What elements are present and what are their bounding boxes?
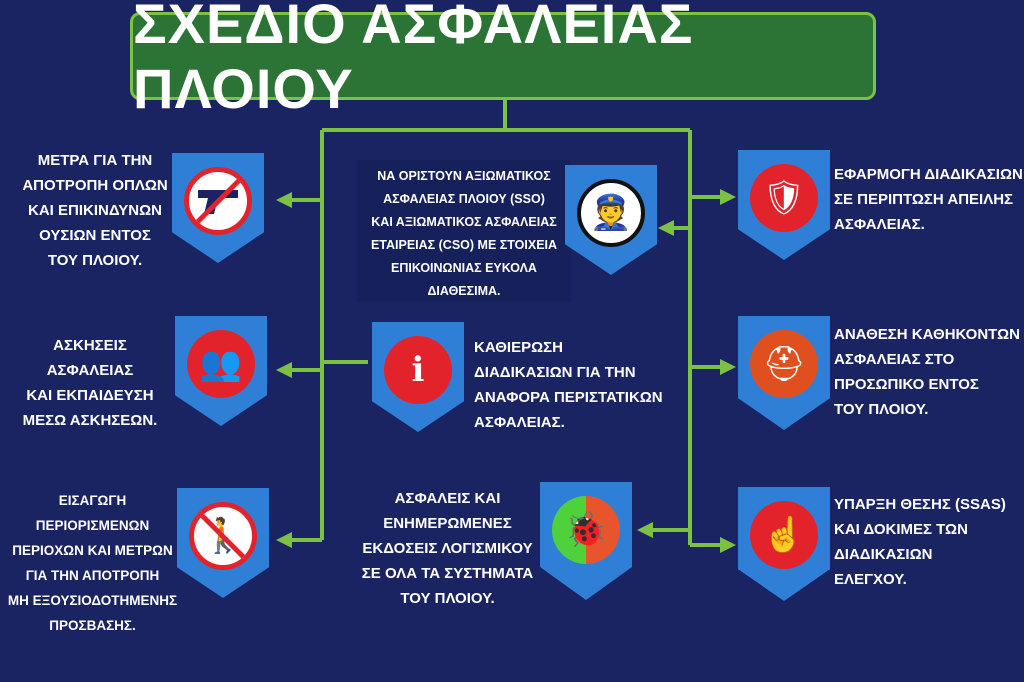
- item-drills-text: ΑΣΚΗΣΕΙΣ ΑΣΦΑΛΕΙΑΣ ΚΑΙ ΕΚΠΑΙΔΕΥΣΗ ΜΕΣΩ Α…: [22, 337, 158, 429]
- badge-weapons: [172, 153, 264, 263]
- item-ssas-text: ΥΠΑΡΞΗ ΘΕΣΗΣ (SSAS) ΚΑΙ ΔΟΚΙΜΕΣ ΤΩΝ ΔΙΑΔ…: [834, 496, 1006, 588]
- item-duties-text: ΑΝΑΘΕΣΗ ΚΑΘΗΚΟΝΤΩΝ ΑΣΦΑΛΕΙΑΣ ΣΤΟ ΠΡΟΣΩΠΙ…: [834, 326, 1020, 418]
- no-entry-icon: 🚶: [189, 502, 257, 570]
- no-weapons-icon: [184, 167, 252, 235]
- officer-icon: 👮: [577, 179, 645, 247]
- item-software-text: ΑΣΦΑΛΕΙΣ ΚΑΙ ΕΝΗΜΕΡΩΜΕΝΕΣ ΕΚΔΟΣΕΙΣ ΛΟΓΙΣ…: [361, 490, 534, 607]
- badge-ssas: ☝: [738, 487, 830, 601]
- badge-threat: 🛡: [738, 150, 830, 260]
- bug-icon: 🐞: [552, 496, 620, 564]
- group-icon: 👥: [187, 330, 255, 398]
- item-restricted-text: ΕΙΣΑΓΩΓΗ ΠΕΡΙΟΡΙΣΜΕΝΩΝ ΠΕΡΙΟΧΩΝ ΚΑΙ ΜΕΤΡ…: [7, 493, 178, 633]
- item-weapons-text: ΜΕΤΡΑ ΓΙΑ ΤΗΝ ΑΠΟΤΡΟΠΗ ΟΠΛΩΝ ΚΑΙ ΕΠΙΚΙΝΔ…: [22, 152, 168, 269]
- badge-duties: ⛑: [738, 316, 830, 430]
- item-incidents-text: ΚΑΘΙΕΡΩΣΗ ΔΙΑΔΙΚΑΣΙΩΝ ΓΙΑ ΤΗΝ ΑΝΑΦΟΡΑ ΠΕ…: [474, 339, 663, 431]
- shield-check-icon: 🛡: [750, 164, 818, 232]
- sso-text-box: [357, 160, 571, 302]
- badge-software: 🐞: [540, 482, 632, 600]
- alarm-button-icon: ☝: [750, 501, 818, 569]
- item-sso-text: ΝΑ ΟΡΙΣΤΟΥΝ ΑΞΙΩΜΑΤΙΚΟΣ ΑΣΦΑΛΕΙΑΣ ΠΛΟΙΟΥ…: [370, 169, 558, 298]
- badge-drills: 👥: [175, 316, 267, 426]
- info-hand-icon: ℹ: [384, 336, 452, 404]
- badge-restricted: 🚶: [177, 488, 269, 598]
- item-threat-text: ΕΦΑΡΜΟΓΗ ΔΙΑΔΙΚΑΣΙΩΝ ΣΕ ΠΕΡΙΠΤΩΣΗ ΑΠΕΙΛΗ…: [834, 166, 1023, 233]
- helmet-icon: ⛑: [750, 330, 818, 398]
- badge-sso: 👮: [565, 165, 657, 275]
- badge-incidents: ℹ: [372, 322, 464, 432]
